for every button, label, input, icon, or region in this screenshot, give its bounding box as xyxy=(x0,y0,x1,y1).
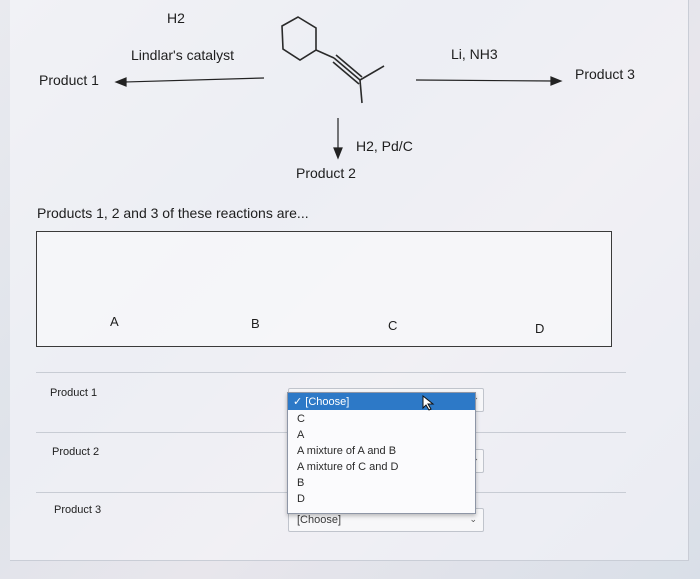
dropdown-option-a[interactable]: A xyxy=(297,429,305,441)
cursor-icon xyxy=(422,395,435,411)
dropdown-option-d[interactable]: D xyxy=(297,493,305,505)
row-divider xyxy=(36,372,626,373)
product3-scheme-label: Product 3 xyxy=(575,66,635,82)
arrow-to-product3 xyxy=(415,76,563,86)
hydrogenation-label: H2, Pd/C xyxy=(356,138,413,154)
chevron-down-icon: ⌄ xyxy=(469,514,477,524)
option-b-label: B xyxy=(251,316,260,331)
dropdown-option-selected[interactable]: ✓ [Choose] xyxy=(288,393,475,410)
product2-scheme-label: Product 2 xyxy=(296,165,356,181)
product1-dropdown-list[interactable]: ✓ [Choose] C A A mixture of A and B A mi… xyxy=(287,392,476,514)
lindlar-catalyst-label: Lindlar's catalyst xyxy=(131,47,235,63)
dropdown-option-label: [Choose] xyxy=(305,396,350,408)
dropdown-option-mix-ab[interactable]: A mixture of A and B xyxy=(297,445,397,457)
arrow-to-product1 xyxy=(114,77,265,87)
option-a-label: A xyxy=(110,314,119,329)
dropdown-option-c[interactable]: C xyxy=(297,413,305,425)
row-product2-label: Product 2 xyxy=(52,446,100,458)
option-c-label: C xyxy=(388,318,398,333)
reaction-scheme xyxy=(114,16,563,160)
arrow-to-product2 xyxy=(333,118,343,160)
dissolving-metal-label: Li, NH3 xyxy=(451,46,498,62)
option-d-label: D xyxy=(535,321,545,336)
starting-alkyne-structure xyxy=(281,16,385,104)
row-product1-label: Product 1 xyxy=(50,387,98,399)
answer-options-box xyxy=(36,231,612,347)
dropdown-option-b[interactable]: B xyxy=(297,477,305,489)
product3-select-value: [Choose] xyxy=(297,514,342,526)
lindlar-reagent-label: H2 xyxy=(167,10,185,26)
product1-scheme-label: Product 1 xyxy=(39,72,99,88)
row-product3-label: Product 3 xyxy=(54,504,102,516)
checkmark-icon: ✓ xyxy=(293,396,303,408)
dropdown-option-mix-cd[interactable]: A mixture of C and D xyxy=(297,461,399,473)
question-text: Products 1, 2 and 3 of these reactions a… xyxy=(37,205,309,221)
